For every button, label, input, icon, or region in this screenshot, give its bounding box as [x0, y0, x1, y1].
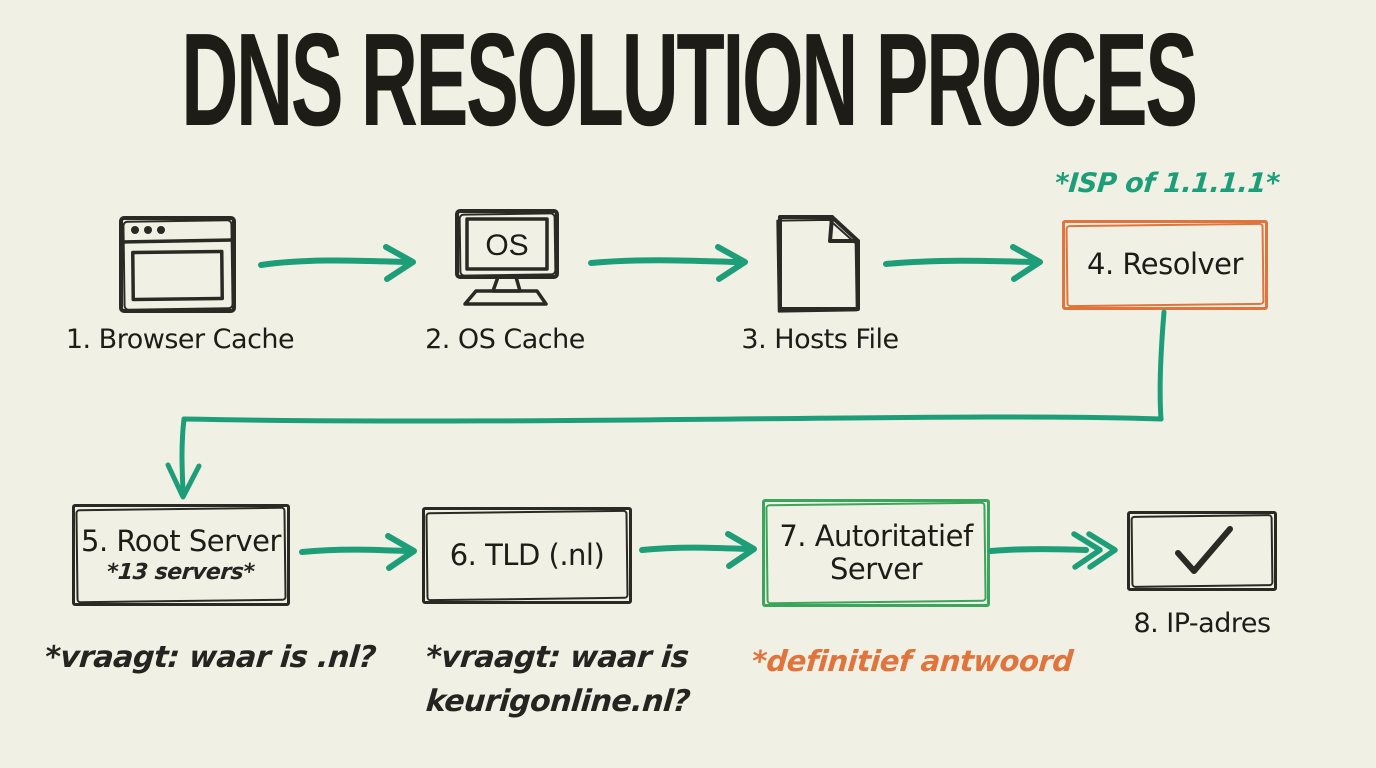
document-icon: [776, 215, 860, 313]
authoritative-server-note-text: *definitief antwoord: [750, 644, 1075, 678]
root-server-sublabel: *13 servers*: [106, 560, 256, 586]
step-label-ip-address: 8. IP-adres: [1133, 608, 1271, 639]
page-title: DNS RESOLUTION PROCES: [180, 6, 1198, 153]
tld-note-line2: keurigonline.nl?: [424, 683, 692, 719]
authoritative-server-note: *definitief antwoord: [750, 640, 1075, 682]
resolver-annotation: *ISP of 1.1.1.1*: [1053, 168, 1282, 199]
resolver-label: 4. Resolver: [1087, 247, 1243, 282]
tld-label: 6. TLD (.nl): [449, 537, 605, 572]
step-label-os-cache: 2. OS Cache: [425, 324, 585, 355]
arrow-right-icon: [639, 531, 757, 569]
authoritative-server-box: 7. Autoritatief Server: [762, 499, 990, 607]
arrow-right-icon: [588, 244, 748, 282]
desktop-monitor-icon: OS: [455, 209, 559, 306]
monitor-screen-text: OS: [485, 229, 528, 262]
root-server-note: *vraagt: waar is .nl?: [43, 636, 378, 680]
arrow-right-double-icon: [988, 531, 1118, 570]
ip-address-box: [1127, 511, 1277, 591]
arrow-right-icon: [883, 244, 1043, 282]
tld-box: 6. TLD (.nl): [422, 507, 632, 604]
tld-note-line1: *vraagt: waar is: [424, 640, 690, 675]
resolver-annotation-text: *ISP of 1.1.1.1*: [1053, 168, 1282, 199]
arrow-right-icon: [258, 244, 416, 282]
browser-window-icon: [119, 216, 236, 313]
step-label-hosts-file: 3. Hosts File: [741, 324, 899, 355]
step-label-browser-cache: 1. Browser Cache: [65, 324, 295, 355]
tld-note: *vraagt: waar is keurigonline.nl?: [424, 636, 692, 723]
root-server-box: 5. Root Server *13 servers*: [72, 504, 290, 606]
authoritative-server-label-line2: Server: [829, 552, 923, 586]
root-server-note-text: *vraagt: waar is .nl?: [43, 640, 378, 675]
resolver-box: 4. Resolver: [1062, 220, 1268, 310]
authoritative-server-label-line1: 7. Autoritatief: [779, 518, 973, 553]
checkmark-icon: [1175, 526, 1233, 574]
title-wrap: DNS RESOLUTION PROCES: [0, 14, 1376, 146]
root-server-label: 5. Root Server: [81, 523, 281, 558]
arrow-right-icon: [299, 533, 417, 571]
